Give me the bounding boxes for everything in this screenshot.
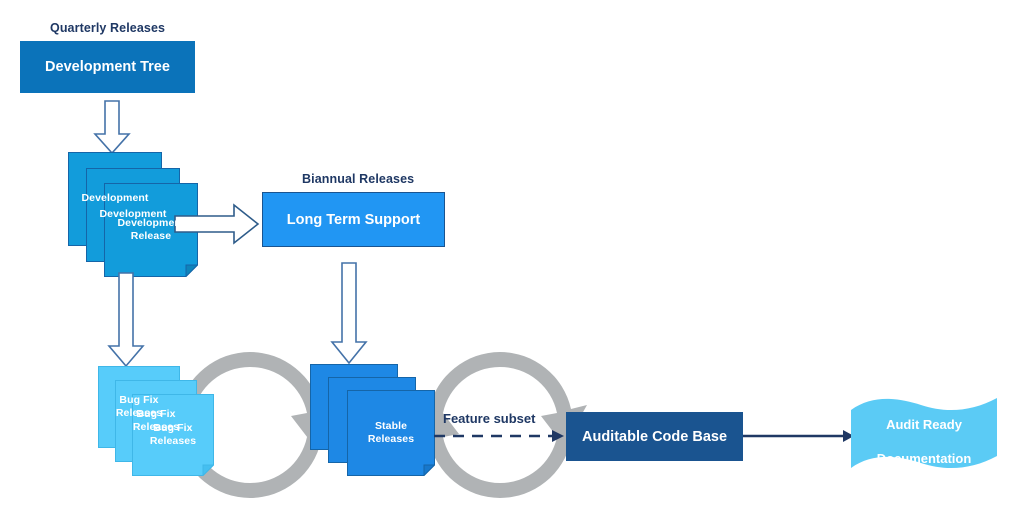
development-release-card-back-label: Development	[81, 192, 149, 205]
bug-fix-releases-label: Bug Fix Releases	[144, 422, 202, 448]
audit-ready-documentation-label: Audit Ready Documentation	[851, 400, 997, 468]
stable-releases-label: Stable Releases	[362, 420, 420, 446]
arrow-tree-to-development-release	[92, 100, 132, 155]
development-release-card-front[interactable]: Development Release	[104, 183, 198, 277]
arrow-development-release-to-bug-fix	[105, 272, 147, 368]
node-stable-releases-stack[interactable]: Stable Releases	[310, 364, 435, 476]
bug-fix-middle-line2: Releases	[132, 421, 180, 433]
development-release-card-middle-label: Development	[99, 208, 167, 221]
arrow-development-release-to-lts	[174, 200, 260, 248]
node-bug-fix-releases-stack[interactable]: Bug Fix Releases Bug Fix Releases Bug Fi…	[98, 366, 218, 476]
bug-fix-back-line2: Releases	[115, 407, 163, 419]
stable-releases-label-line1: Stable	[374, 419, 408, 432]
node-auditable-code-base[interactable]: Auditable Code Base	[566, 412, 743, 461]
bug-fix-releases-label-line2: Releases	[149, 435, 197, 447]
bug-fix-back-line1: Bug Fix	[119, 393, 159, 406]
arrow-lts-to-stable-releases	[328, 262, 370, 365]
connector-auditable-to-documentation	[743, 425, 855, 447]
development-release-label-line1: Development	[117, 216, 185, 229]
connector-stable-to-auditable	[434, 424, 566, 448]
audit-ready-documentation-line1: Audit Ready	[886, 417, 962, 433]
caption-quarterly-releases: Quarterly Releases	[50, 21, 166, 35]
audit-ready-documentation-line2: Documentation	[876, 450, 972, 466]
node-development-release-stack[interactable]: Development Development Development Rele…	[68, 152, 198, 277]
bug-fix-releases-card-middle-label: Bug Fix Releases	[127, 408, 185, 434]
stable-releases-label-line2: Releases	[367, 433, 415, 445]
stable-releases-card-front[interactable]: Stable Releases	[347, 390, 435, 476]
development-release-label-line2: Release	[130, 230, 172, 242]
bug-fix-releases-label-line1: Bug Fix	[153, 421, 193, 434]
node-development-tree[interactable]: Development Tree	[20, 41, 195, 93]
caption-biannual-releases: Biannual Releases	[302, 172, 415, 186]
connector-label-feature-subset: Feature subset	[443, 411, 536, 426]
bug-fix-middle-line1: Bug Fix	[136, 407, 176, 420]
node-audit-ready-documentation[interactable]: Audit Ready Documentation	[851, 396, 997, 472]
development-release-label: Development Release	[111, 217, 190, 243]
bug-fix-releases-card-front[interactable]: Bug Fix Releases	[132, 394, 214, 476]
node-long-term-support[interactable]: Long Term Support	[262, 192, 445, 247]
bug-fix-releases-card-back-label: Bug Fix Releases	[110, 394, 168, 420]
